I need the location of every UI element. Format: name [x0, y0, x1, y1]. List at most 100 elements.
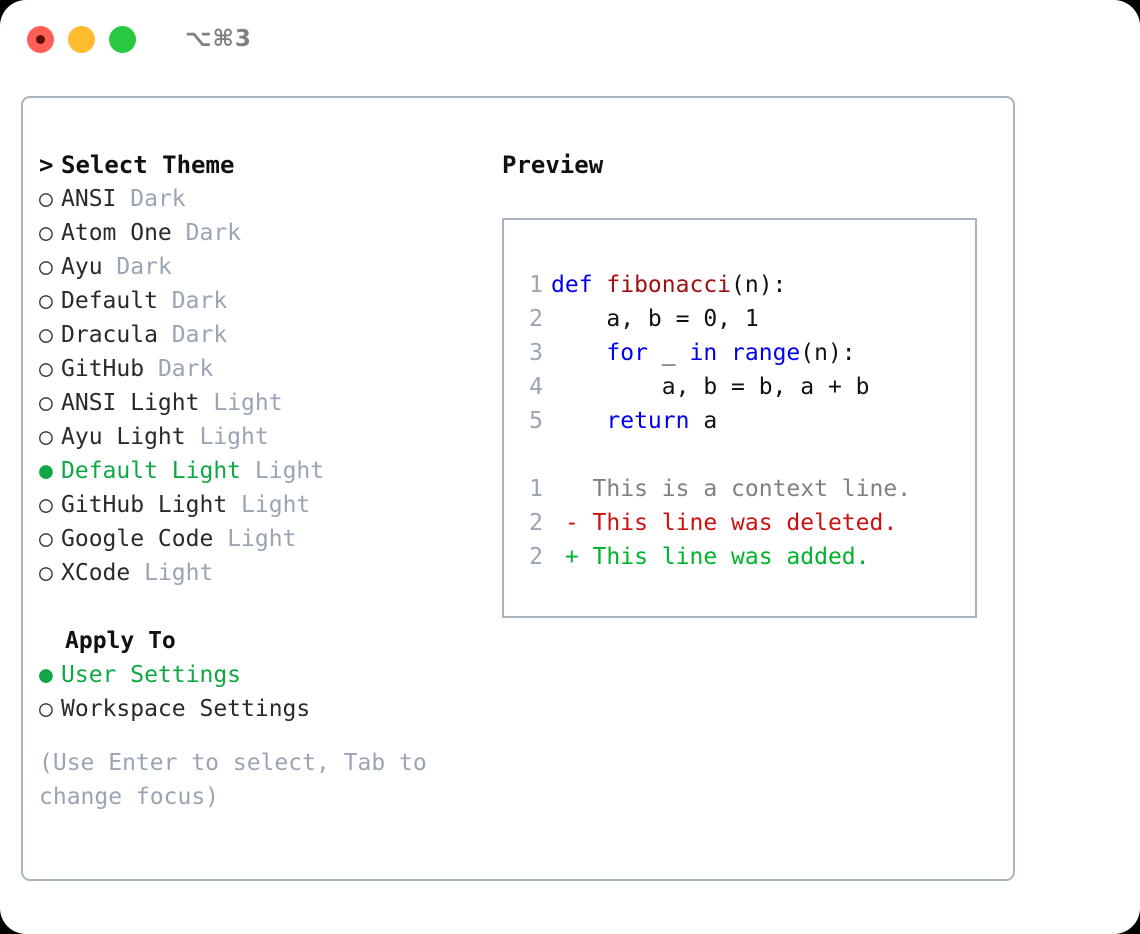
theme-option-kind: Light — [227, 526, 297, 552]
theme-option-name: Dracula — [61, 322, 158, 348]
theme-option-name: GitHub Light — [61, 492, 228, 518]
code-token — [551, 340, 606, 366]
theme-option-name: Default — [61, 288, 158, 314]
theme-option-name: ANSI Light — [61, 390, 200, 416]
radio-unselected-icon: ○ — [39, 322, 53, 348]
diff-line: 2 + This line was added. — [519, 540, 975, 574]
window-title: ⌥⌘3 — [185, 26, 252, 52]
code-token: (n): — [731, 272, 787, 298]
diff-text: This line was added. — [578, 544, 870, 570]
theme-option-name: Default Light — [61, 458, 242, 484]
code-token: (n): — [800, 340, 856, 366]
code-token: in range — [689, 340, 801, 366]
theme-option-kind: Dark — [171, 288, 228, 314]
theme-option-github-light[interactable]: ○ GitHub Light Light — [39, 488, 489, 522]
theme-option-default[interactable]: ○Default Dark — [39, 284, 489, 318]
theme-option-kind: Dark — [157, 356, 214, 382]
diff-marker: + — [551, 544, 579, 570]
theme-option-github[interactable]: ○ GitHub Dark — [39, 352, 489, 386]
line-number: 1 — [529, 476, 543, 502]
theme-option-name: XCode — [61, 560, 131, 586]
keyboard-hint-text: (Use Enter to select, Tab to change focu… — [39, 750, 427, 810]
theme-option-ayu[interactable]: ○Ayu Dark — [39, 250, 489, 284]
apply-to-option-name: User Settings — [61, 662, 242, 688]
theme-option-kind: Light — [241, 492, 311, 518]
theme-option-list: ○ANSI Dark○Atom One Dark○Ayu Dark○Defaul… — [39, 182, 489, 590]
line-number: 5 — [529, 408, 543, 434]
theme-option-name: ANSI — [61, 186, 117, 212]
theme-option-name: Google Code — [61, 526, 214, 552]
theme-option-ansi[interactable]: ○ANSI Dark — [39, 182, 489, 216]
line-number: 3 — [529, 340, 543, 366]
theme-option-ayu-light[interactable]: ○Ayu Light Light — [39, 420, 489, 454]
theme-option-kind: Light — [254, 458, 325, 484]
diff-marker — [551, 476, 579, 502]
diff-text: This line was deleted. — [578, 510, 898, 536]
radio-unselected-icon: ○ — [39, 186, 53, 212]
code-token: _ — [647, 340, 690, 366]
code-line: 5 return a — [519, 404, 975, 438]
close-button[interactable] — [27, 25, 54, 53]
code-token: for — [606, 340, 648, 366]
theme-option-kind: Light — [144, 560, 214, 586]
line-number: 2 — [529, 306, 543, 332]
radio-unselected-icon: ○ — [39, 492, 53, 518]
code-token: a, b = 0, 1 — [551, 306, 759, 332]
preview-title: Preview — [502, 151, 604, 179]
apply-to-label: Apply To — [65, 628, 176, 654]
diff-sample: 1 This is a context line. 2 - This line w… — [519, 472, 975, 574]
code-line: 3 for _ in range(n): — [519, 336, 975, 370]
code-token: fibonacci — [606, 272, 732, 298]
theme-option-dracula[interactable]: ○ Dracula Dark — [39, 318, 489, 352]
diff-line: 1 This is a context line. — [519, 472, 975, 506]
line-number: 4 — [529, 374, 543, 400]
code-line: 4 a, b = b, a + b — [519, 370, 975, 404]
radio-unselected-icon: ○ — [39, 390, 53, 416]
line-number: 2 — [529, 510, 543, 536]
theme-option-kind: Light — [213, 390, 283, 416]
theme-option-xcode[interactable]: ○ XCode Light — [39, 556, 489, 590]
title-bar: ⌥⌘3 — [0, 0, 1140, 78]
code-token: return — [606, 408, 690, 434]
radio-unselected-icon: ○ — [39, 220, 53, 246]
theme-option-name: Ayu — [61, 254, 103, 280]
theme-option-google-code[interactable]: ○ Google Code Light — [39, 522, 489, 556]
theme-selector-panel: >Select Theme ○ ANSI Dark ○ Atom One Dark ○ A… — [21, 96, 1015, 881]
theme-list: >Select Theme ○ ANSI Dark ○ Atom One Dark ○ A… — [39, 148, 489, 726]
theme-option-name: Atom One — [61, 220, 172, 246]
radio-unselected-icon: ○ — [39, 424, 53, 450]
theme-option-ansi-light[interactable]: ○ ANSI Light Light — [39, 386, 489, 420]
select-theme-label: Select Theme — [61, 151, 235, 179]
radio-unselected-icon: ○ — [39, 560, 53, 586]
code-token: a, b = b, a + b — [551, 374, 870, 400]
line-number: 2 — [529, 544, 543, 570]
maximize-button[interactable] — [109, 25, 136, 53]
theme-option-default-light[interactable]: ● Default Light Light — [39, 454, 489, 488]
radio-selected-icon: ● — [39, 458, 53, 484]
radio-unselected-icon: ○ — [39, 356, 53, 382]
radio-unselected-icon: ○ — [39, 526, 53, 552]
radio-selected-icon: ● — [39, 662, 53, 688]
code-token: def — [551, 272, 607, 298]
apply-to-option-workspace-settings[interactable]: ○Workspace Settings — [39, 692, 489, 726]
diff-marker: - — [551, 510, 579, 536]
theme-option-name: GitHub — [61, 356, 145, 382]
list-spacer — [39, 590, 489, 624]
theme-option-name: Ayu Light — [61, 424, 186, 450]
apply-to-option-name: Workspace Settings — [61, 696, 311, 722]
minimize-button[interactable] — [68, 25, 95, 53]
code-diff-gap — [519, 438, 975, 472]
theme-option-atom-one[interactable]: ○Atom One Dark — [39, 216, 489, 250]
line-number: 1 — [529, 272, 543, 298]
apply-to-option-user-settings[interactable]: ● User Settings — [39, 658, 489, 692]
select-theme-header: >Select Theme — [39, 148, 489, 182]
theme-option-kind: Dark — [171, 322, 228, 348]
radio-unselected-icon: ○ — [39, 254, 53, 280]
diff-text: This is a context line. — [578, 476, 912, 502]
code-line: 2 a, b = 0, 1 — [519, 302, 975, 336]
code-line: 1 def fibonacci(n): — [519, 268, 975, 302]
